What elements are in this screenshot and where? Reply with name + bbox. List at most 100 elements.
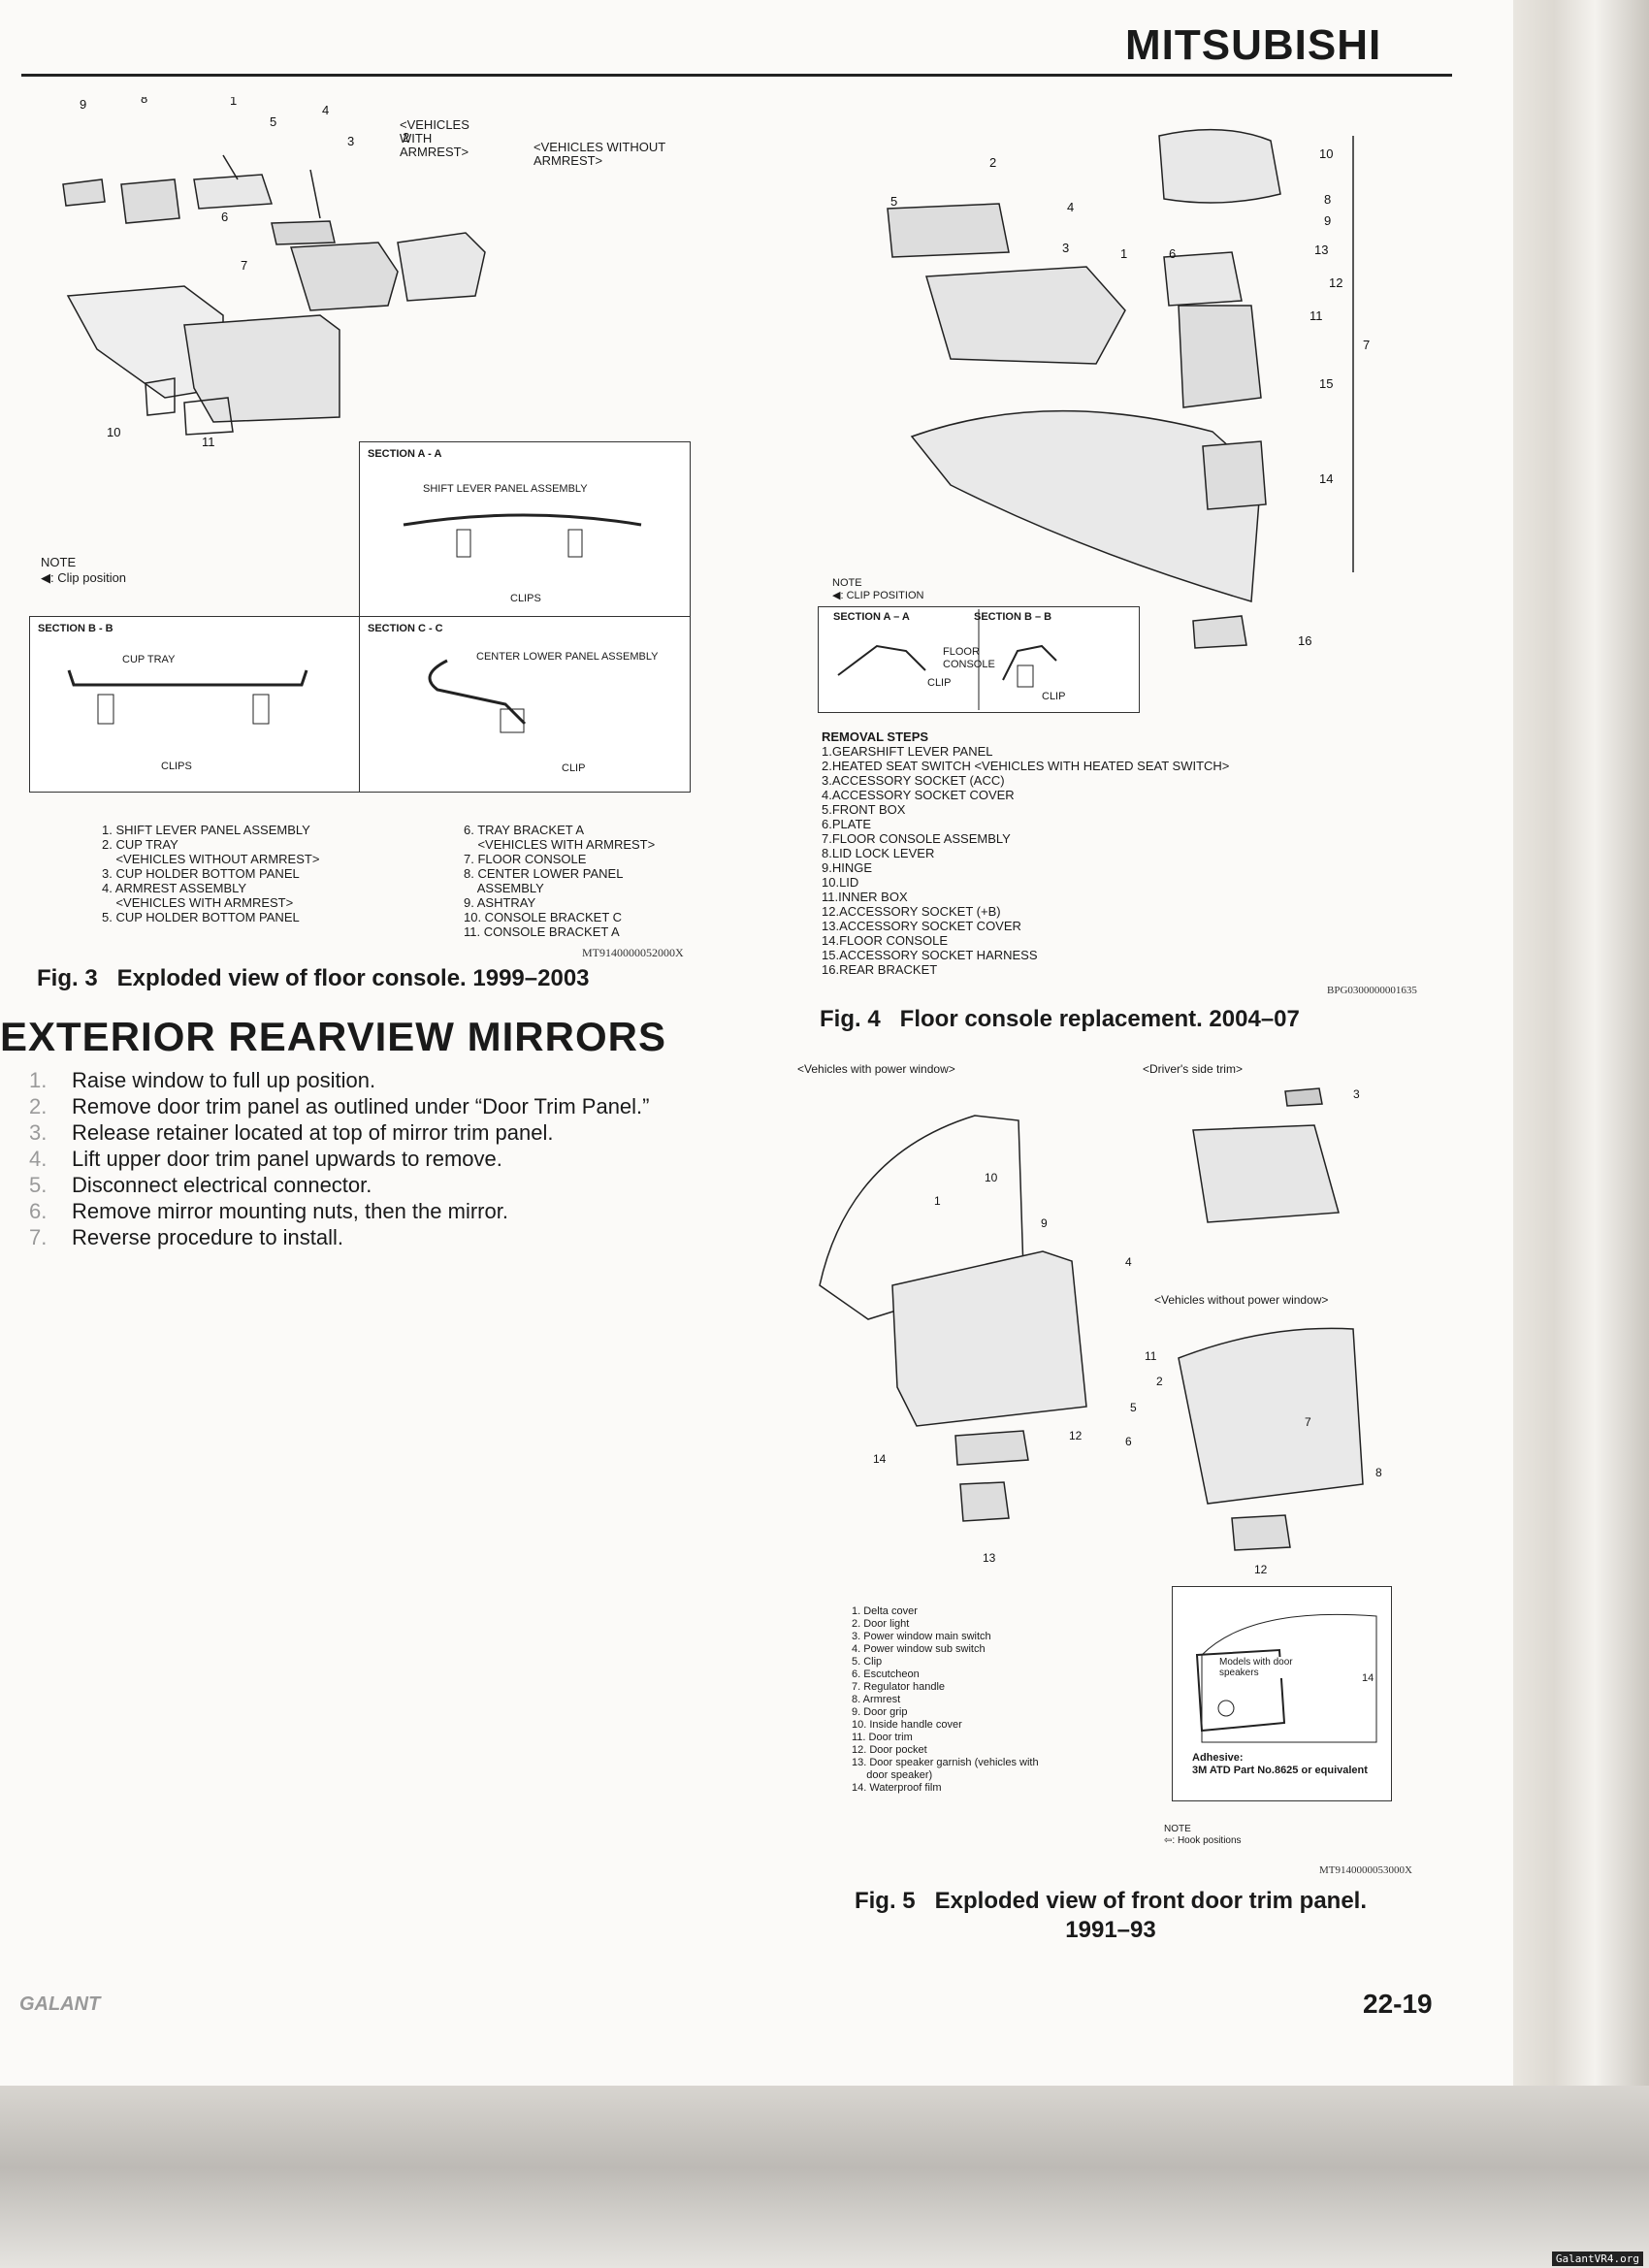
legend-item: 13. Door speaker garnish (vehicles with — [852, 1757, 1039, 1768]
adhesive-label: Adhesive: — [1192, 1752, 1244, 1764]
svg-text:10: 10 — [107, 425, 120, 439]
svg-text:15: 15 — [1319, 376, 1333, 391]
legend-item: 4. ARMREST ASSEMBLY — [102, 881, 247, 895]
fig5-note: NOTE ⇦: Hook positions — [1164, 1824, 1242, 1847]
section-bb-clips: CLIPS — [161, 761, 192, 772]
svg-text:2: 2 — [1156, 1375, 1163, 1388]
svg-text:9: 9 — [80, 97, 86, 112]
section-cc-title: SECTION C - C — [368, 623, 443, 634]
inset-models-label: Models with door speakers — [1219, 1657, 1297, 1678]
svg-text:11: 11 — [1145, 1349, 1157, 1363]
step-item: 10.LID — [822, 875, 859, 890]
note-text: : Hook positions — [1172, 1835, 1242, 1846]
callout-with-armrest: <VEHICLES WITH ARMREST> — [400, 117, 469, 159]
svg-text:1: 1 — [934, 1194, 941, 1208]
svg-text:9: 9 — [1324, 213, 1331, 228]
fig5-code: MT9140000053000X — [1319, 1864, 1412, 1876]
svg-text:8: 8 — [141, 97, 147, 106]
fig4-label-clip-a: CLIP — [927, 677, 952, 689]
section-cc-label: CENTER LOWER PANEL ASSEMBLY — [476, 651, 659, 663]
fig4-label-floor: FLOOR — [943, 646, 980, 658]
svg-text:4: 4 — [322, 103, 329, 117]
fig4-label-console: CONSOLE — [943, 659, 995, 670]
legend-item: door speaker) — [852, 1769, 933, 1781]
step-item: 5.FRONT BOX — [822, 802, 906, 817]
legend-item: 8. Armrest — [852, 1694, 901, 1705]
svg-text:13: 13 — [983, 1551, 996, 1565]
footer-model: GALANT — [19, 1993, 101, 2015]
clip-arrow-icon: ◀ — [832, 590, 841, 601]
fig4-caption: Fig. 4 Floor console replacement. 2004–0… — [820, 1006, 1300, 1032]
legend-item: <VEHICLES WITH ARMREST> — [102, 895, 294, 910]
section-aa-clips: CLIPS — [510, 593, 541, 604]
inset-adhesive-box: Adhesive: 3M ATD Part No.8625 or equival… — [1192, 1752, 1376, 1777]
svg-text:5: 5 — [890, 194, 897, 209]
fig4-section-drawing — [837, 609, 1057, 710]
step-item: 11.INNER BOX — [822, 890, 908, 904]
legend-item: 5. Clip — [852, 1656, 883, 1668]
svg-text:8: 8 — [1375, 1466, 1382, 1479]
legend-item: 4. Power window sub switch — [852, 1643, 986, 1655]
instruction-list: 1.Raise window to full up position. 2.Re… — [29, 1067, 708, 1250]
svg-text:14: 14 — [873, 1452, 887, 1466]
svg-text:5: 5 — [1130, 1401, 1137, 1414]
svg-text:11: 11 — [1310, 308, 1323, 323]
step-item: 8.LID LOCK LEVER — [822, 846, 935, 860]
fig4-code: BPG0300000001635 — [1327, 985, 1417, 996]
page-number: 22-19 — [1363, 1989, 1433, 2019]
note-text: : CLIP POSITION — [840, 590, 924, 601]
instruction-step: 6.Remove mirror mounting nuts, then the … — [29, 1199, 508, 1223]
inset-callout-14: 14 — [1362, 1672, 1374, 1684]
header-rule — [21, 74, 1452, 77]
section-cc-drawing — [428, 659, 527, 733]
fig3-legend-left: 1. SHIFT LEVER PANEL ASSEMBLY 2. CUP TRA… — [102, 823, 319, 924]
svg-text:6: 6 — [221, 210, 228, 224]
brand-header: MITSUBISHI — [1125, 21, 1382, 69]
legend-item: 1. Delta cover — [852, 1605, 918, 1617]
section-cc-clips: CLIP — [562, 762, 586, 774]
legend-item: 8. CENTER LOWER PANEL — [464, 866, 624, 881]
legend-item: 14. Waterproof film — [852, 1782, 942, 1794]
svg-text:8: 8 — [1324, 192, 1331, 207]
legend-item: 1. SHIFT LEVER PANEL ASSEMBLY — [102, 823, 310, 837]
svg-text:6: 6 — [1125, 1435, 1132, 1448]
section-heading: EXTERIOR REARVIEW MIRRORS — [0, 1014, 666, 1059]
fig5-caption-line1: Fig. 5 Exploded view of front door trim … — [854, 1888, 1368, 1914]
svg-text:7: 7 — [241, 258, 247, 273]
fig4-section-aa: SECTION A – A — [833, 611, 910, 623]
adhesive-part: 3M ATD Part No.8625 or equivalent — [1192, 1765, 1368, 1776]
steps-title: REMOVAL STEPS — [822, 729, 929, 744]
svg-text:3: 3 — [1353, 1087, 1360, 1101]
note-line: ◀: Clip position — [41, 570, 126, 586]
instruction-step: 2.Remove door trim panel as outlined und… — [29, 1094, 650, 1118]
step-item: 12.ACCESSORY SOCKET (+B) — [822, 904, 1001, 919]
svg-text:5: 5 — [270, 114, 276, 129]
section-aa-drawing — [403, 513, 642, 558]
svg-text:13: 13 — [1314, 243, 1328, 257]
step-item: 4.ACCESSORY SOCKET COVER — [822, 788, 1015, 802]
legend-item: 7. FLOOR CONSOLE — [464, 852, 587, 866]
watermark: GalantVR4.org — [1551, 2252, 1643, 2266]
step-item: 1.GEARSHIFT LEVER PANEL — [822, 744, 993, 759]
step-item: 2.HEATED SEAT SWITCH <VEHICLES WITH HEAT… — [822, 759, 1230, 773]
instruction-step: 4.Lift upper door trim panel upwards to … — [29, 1147, 502, 1171]
legend-item: 10. CONSOLE BRACKET C — [464, 910, 623, 924]
svg-text:12: 12 — [1254, 1563, 1268, 1576]
svg-text:7: 7 — [1305, 1415, 1311, 1429]
instruction-step: 7.Reverse procedure to install. — [29, 1225, 344, 1249]
svg-text:12: 12 — [1069, 1429, 1083, 1442]
section-bb-drawing — [67, 669, 308, 725]
svg-text:6: 6 — [1169, 246, 1176, 261]
svg-text:16: 16 — [1298, 633, 1311, 648]
legend-item: 3. CUP HOLDER BOTTOM PANEL — [102, 866, 300, 881]
svg-text:1: 1 — [230, 97, 237, 108]
fig3-code: MT9140000052000X — [582, 946, 684, 959]
legend-item: 9. ASHTRAY — [464, 895, 536, 910]
svg-text:9: 9 — [1041, 1216, 1048, 1230]
svg-text:7: 7 — [1363, 338, 1370, 352]
legend-item: 12. Door pocket — [852, 1744, 927, 1756]
